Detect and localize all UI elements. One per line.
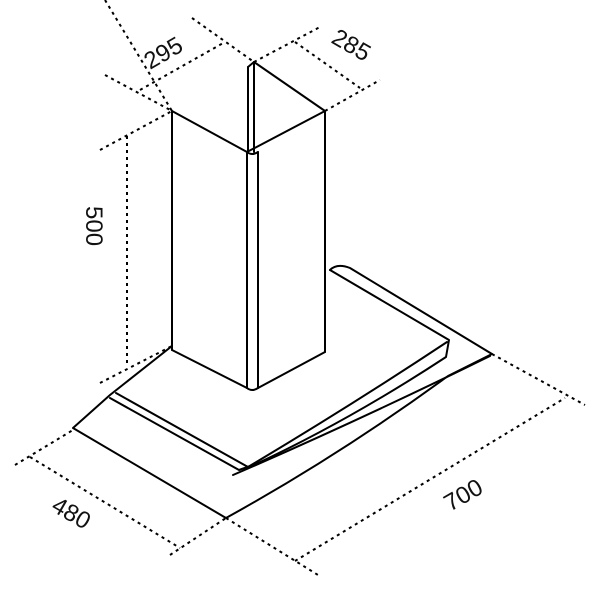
- dim-label-295: 295: [140, 32, 188, 75]
- hood-canopy: [72, 264, 493, 519]
- dim-label-500: 500: [80, 206, 107, 246]
- dimension-lines: [14, 0, 586, 576]
- chimney: [171, 61, 326, 391]
- dim-label-480: 480: [47, 492, 95, 535]
- dim-label-700: 700: [440, 474, 488, 517]
- dim-label-285: 285: [327, 24, 375, 67]
